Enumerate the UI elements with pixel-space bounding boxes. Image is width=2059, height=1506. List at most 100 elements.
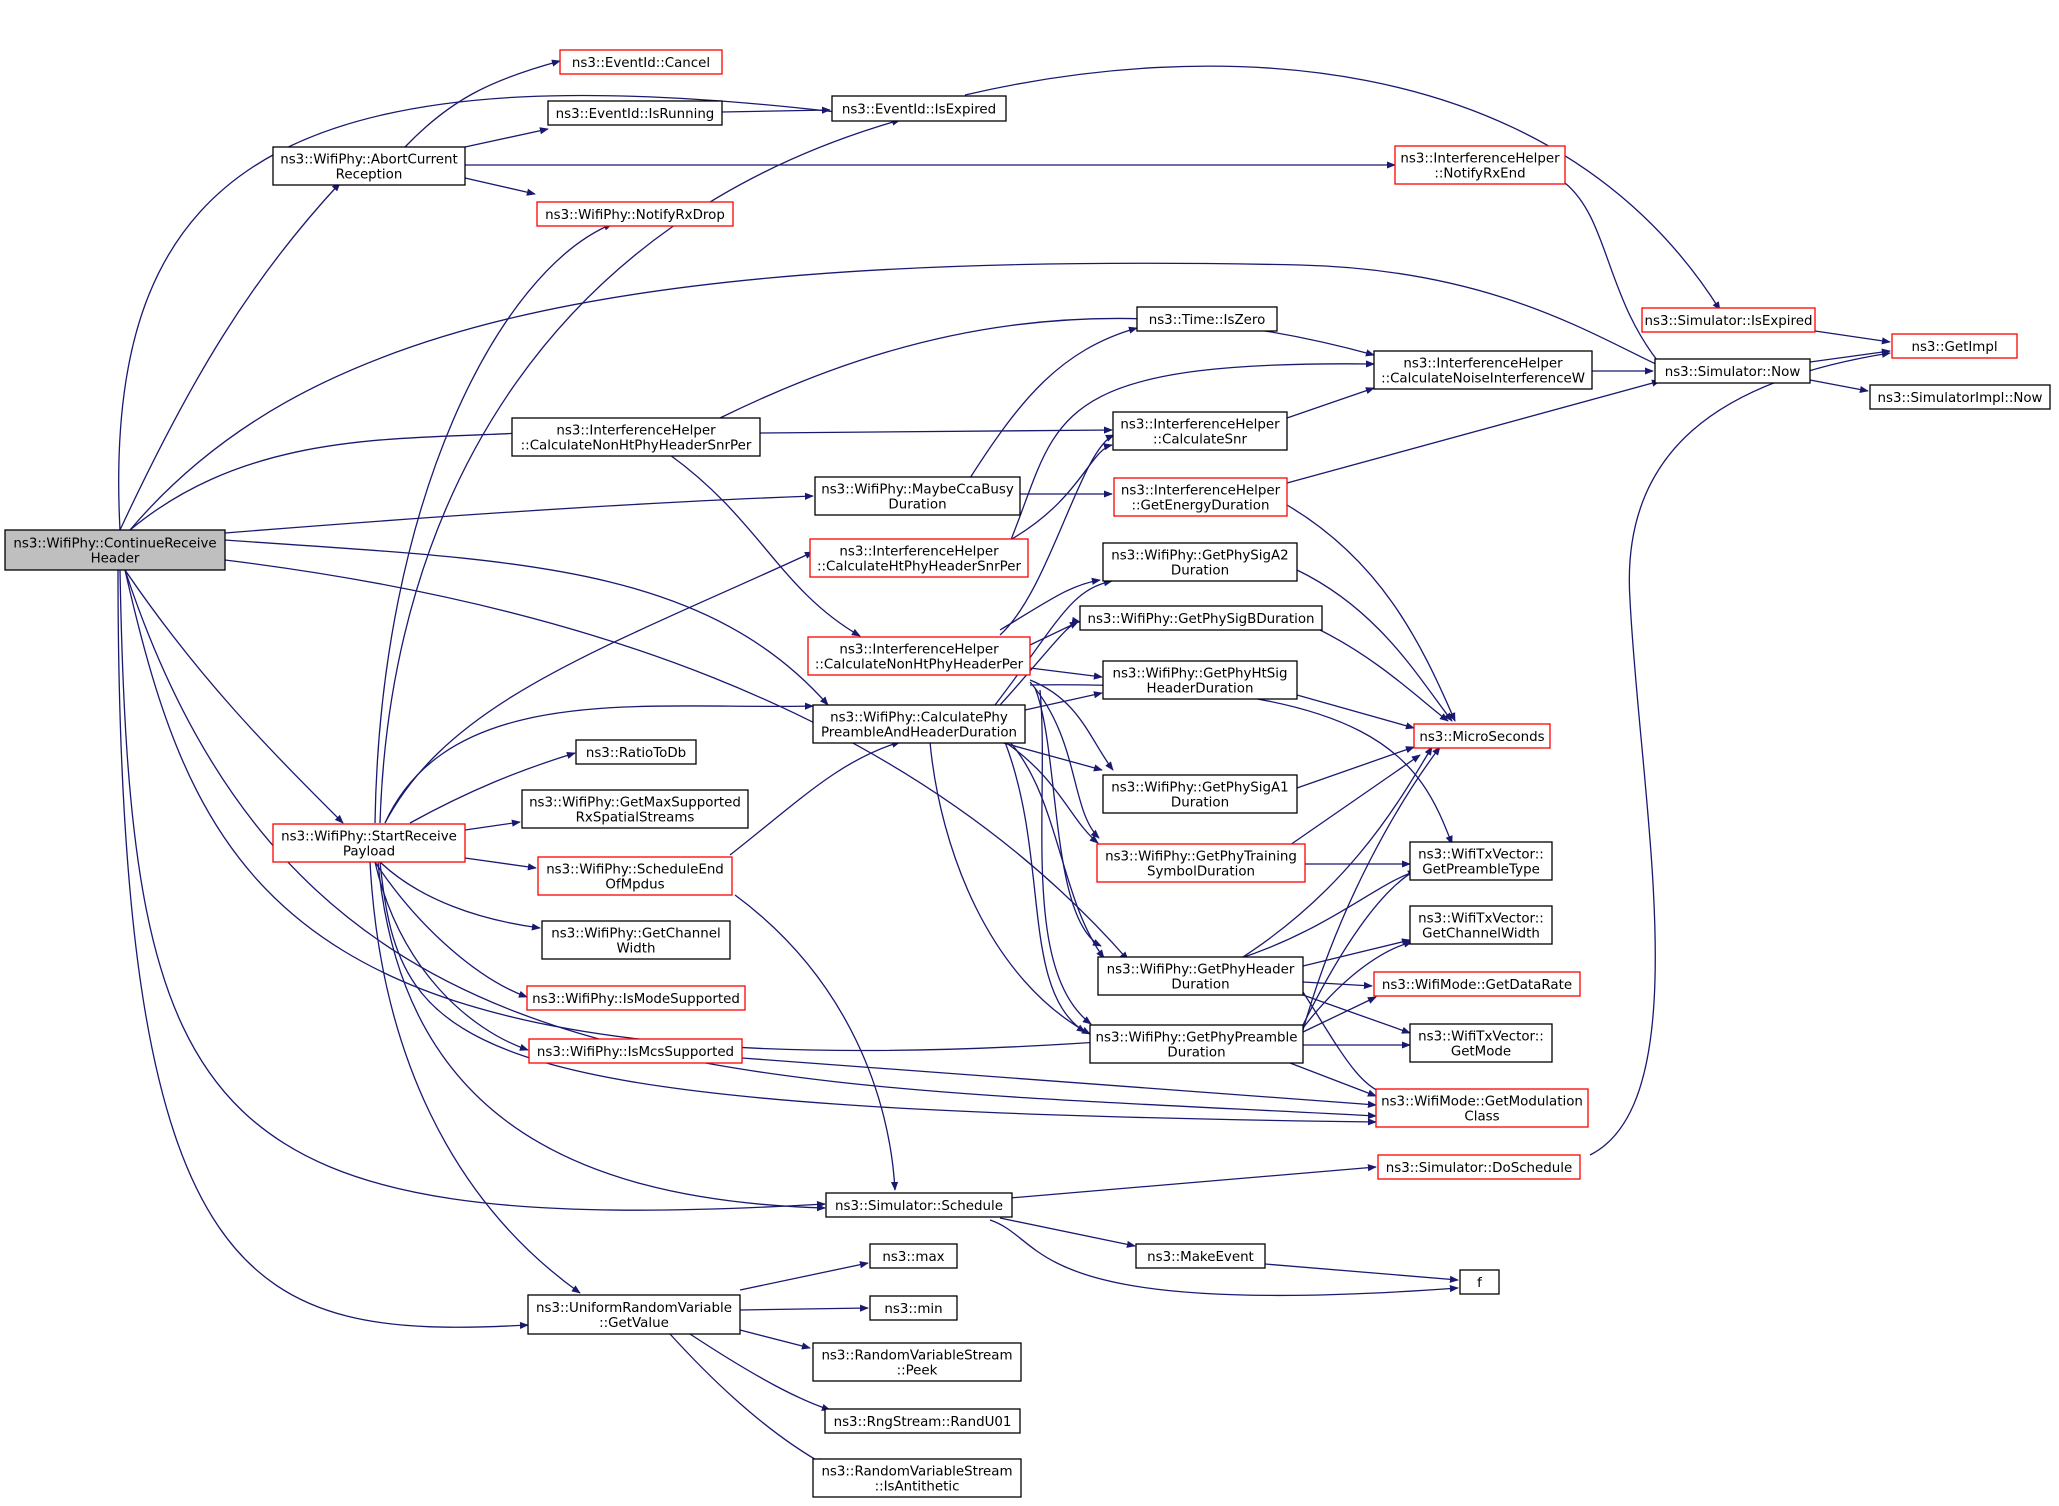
node-box[interactable] [528, 1038, 743, 1064]
node-ns-max[interactable]: ns3::max [869, 1243, 958, 1269]
node-box[interactable] [831, 95, 1007, 122]
node-box[interactable] [575, 739, 697, 765]
node-box[interactable] [272, 146, 466, 186]
node-get-impl[interactable]: ns3::GetImpl [1891, 333, 2018, 359]
node-box[interactable] [559, 49, 723, 75]
node-get-energy-dur[interactable]: ns3::InterferenceHelper::GetEnergyDurati… [1113, 477, 1288, 517]
node-box[interactable] [1097, 956, 1304, 996]
node-sim-now[interactable]: ns3::Simulator::Now [1654, 358, 1811, 384]
node-box[interactable] [1136, 306, 1278, 332]
node-box[interactable] [272, 823, 466, 863]
node-box[interactable] [547, 100, 723, 126]
node-sim-schedule[interactable]: ns3::Simulator::Schedule [825, 1192, 1013, 1218]
node-box[interactable] [869, 1243, 958, 1269]
node-box[interactable] [536, 201, 734, 227]
node-calc-snr[interactable]: ns3::InterferenceHelper::CalculateSnr [1112, 411, 1288, 451]
node-preamble-type[interactable]: ns3::WifiTxVector::GetPreambleType [1409, 841, 1553, 881]
node-box[interactable] [812, 704, 1026, 744]
node-get-channel-width[interactable]: ns3::WifiPhy::GetChannelWidth [541, 920, 731, 960]
node-box[interactable] [1102, 660, 1298, 700]
node-sim-is-expired[interactable]: ns3::Simulator::IsExpired [1641, 307, 1816, 333]
node-training[interactable]: ns3::WifiPhy::GetPhyTrainingSymbolDurati… [1096, 843, 1306, 883]
node-box[interactable] [812, 1458, 1022, 1498]
node-do-schedule[interactable]: ns3::Simulator::DoSchedule [1377, 1154, 1581, 1180]
node-box[interactable] [812, 1342, 1022, 1382]
node-calc-noise-interf[interactable]: ns3::InterferenceHelper::CalculateNoiseI… [1373, 350, 1593, 390]
node-box[interactable] [1113, 477, 1288, 517]
node-box[interactable] [1089, 1024, 1304, 1064]
node-get-data-rate[interactable]: ns3::WifiMode::GetDataRate [1373, 971, 1581, 997]
node-box[interactable] [1409, 1023, 1553, 1063]
node-box[interactable] [1409, 841, 1553, 881]
node-box[interactable] [1373, 971, 1581, 997]
node-notify-rx-end[interactable]: ns3::InterferenceHelper::NotifyRxEnd [1394, 145, 1566, 185]
node-get-max-ss[interactable]: ns3::WifiPhy::GetMaxSupportedRxSpatialSt… [521, 789, 749, 829]
node-tx-channel-width[interactable]: ns3::WifiTxVector::GetChannelWidth [1409, 905, 1553, 945]
node-box[interactable] [1102, 774, 1298, 814]
node-box[interactable] [1459, 1269, 1500, 1295]
node-box[interactable] [527, 1294, 741, 1335]
node-is-antithetic[interactable]: ns3::RandomVariableStream::IsAntithetic [812, 1458, 1022, 1498]
node-box[interactable] [511, 417, 761, 457]
node-box[interactable] [809, 538, 1029, 578]
node-ratio-to-db[interactable]: ns3::RatioToDb [575, 739, 697, 765]
node-is-mcs-supported[interactable]: ns3::WifiPhy::IsMcsSupported [528, 1038, 743, 1064]
node-event-is-running[interactable]: ns3::EventId::IsRunning [547, 100, 723, 126]
node-time-is-zero[interactable]: ns3::Time::IsZero [1136, 306, 1278, 332]
node-box[interactable] [1413, 723, 1551, 749]
node-calc-non-ht-snr-per[interactable]: ns3::InterferenceHelper::CalculateNonHtP… [511, 417, 761, 457]
node-is-mode-supported[interactable]: ns3::WifiPhy::IsModeSupported [526, 985, 746, 1011]
node-event-is-expired[interactable]: ns3::EventId::IsExpired [831, 95, 1007, 122]
node-box[interactable] [1654, 358, 1811, 384]
node-box[interactable] [537, 856, 733, 896]
node-make-event[interactable]: ns3::MakeEvent [1135, 1243, 1266, 1269]
node-calc-non-ht-per[interactable]: ns3::InterferenceHelper::CalculateNonHtP… [807, 636, 1031, 676]
node-box[interactable] [1377, 1154, 1581, 1180]
node-box[interactable] [1375, 1088, 1589, 1128]
node-box[interactable] [1394, 145, 1566, 185]
node-box[interactable] [1373, 350, 1593, 390]
node-ns-min[interactable]: ns3::min [869, 1295, 958, 1321]
node-peek[interactable]: ns3::RandomVariableStream::Peek [812, 1342, 1022, 1382]
node-calc-preamble[interactable]: ns3::WifiPhy::CalculatePhyPreambleAndHea… [812, 704, 1026, 744]
node-box[interactable] [1102, 542, 1298, 582]
node-calc-ht-snr-per[interactable]: ns3::InterferenceHelper::CalculateHtPhyH… [809, 538, 1029, 578]
node-box[interactable] [825, 1192, 1013, 1218]
node-notify-rx-drop[interactable]: ns3::WifiPhy::NotifyRxDrop [536, 201, 734, 227]
node-box[interactable] [4, 529, 226, 571]
node-box[interactable] [1641, 307, 1816, 333]
node-get-mode[interactable]: ns3::WifiTxVector::GetMode [1409, 1023, 1553, 1063]
node-box[interactable] [521, 789, 749, 829]
node-box[interactable] [814, 476, 1021, 516]
node-sim-impl-now[interactable]: ns3::SimulatorImpl::Now [1869, 384, 2051, 410]
node-box[interactable] [1079, 605, 1323, 631]
node-uniform-get-value[interactable]: ns3::UniformRandomVariable::GetValue [527, 1294, 741, 1335]
node-box[interactable] [869, 1295, 958, 1321]
node-box[interactable] [1891, 333, 2018, 359]
node-micro-seconds[interactable]: ns3::MicroSeconds [1413, 723, 1551, 749]
node-box[interactable] [1409, 905, 1553, 945]
node-box[interactable] [824, 1408, 1021, 1434]
node-box[interactable] [1096, 843, 1306, 883]
node-box[interactable] [526, 985, 746, 1011]
node-box[interactable] [1869, 384, 2051, 410]
node-box[interactable] [807, 636, 1031, 676]
node-box[interactable] [541, 920, 731, 960]
node-rand-u01[interactable]: ns3::RngStream::RandU01 [824, 1408, 1021, 1434]
node-event-cancel[interactable]: ns3::EventId::Cancel [559, 49, 723, 75]
node-f-node[interactable]: f [1459, 1269, 1500, 1295]
node-sig-b[interactable]: ns3::WifiPhy::GetPhySigBDuration [1079, 605, 1323, 631]
node-box[interactable] [1112, 411, 1288, 451]
node-box[interactable] [1135, 1243, 1266, 1269]
